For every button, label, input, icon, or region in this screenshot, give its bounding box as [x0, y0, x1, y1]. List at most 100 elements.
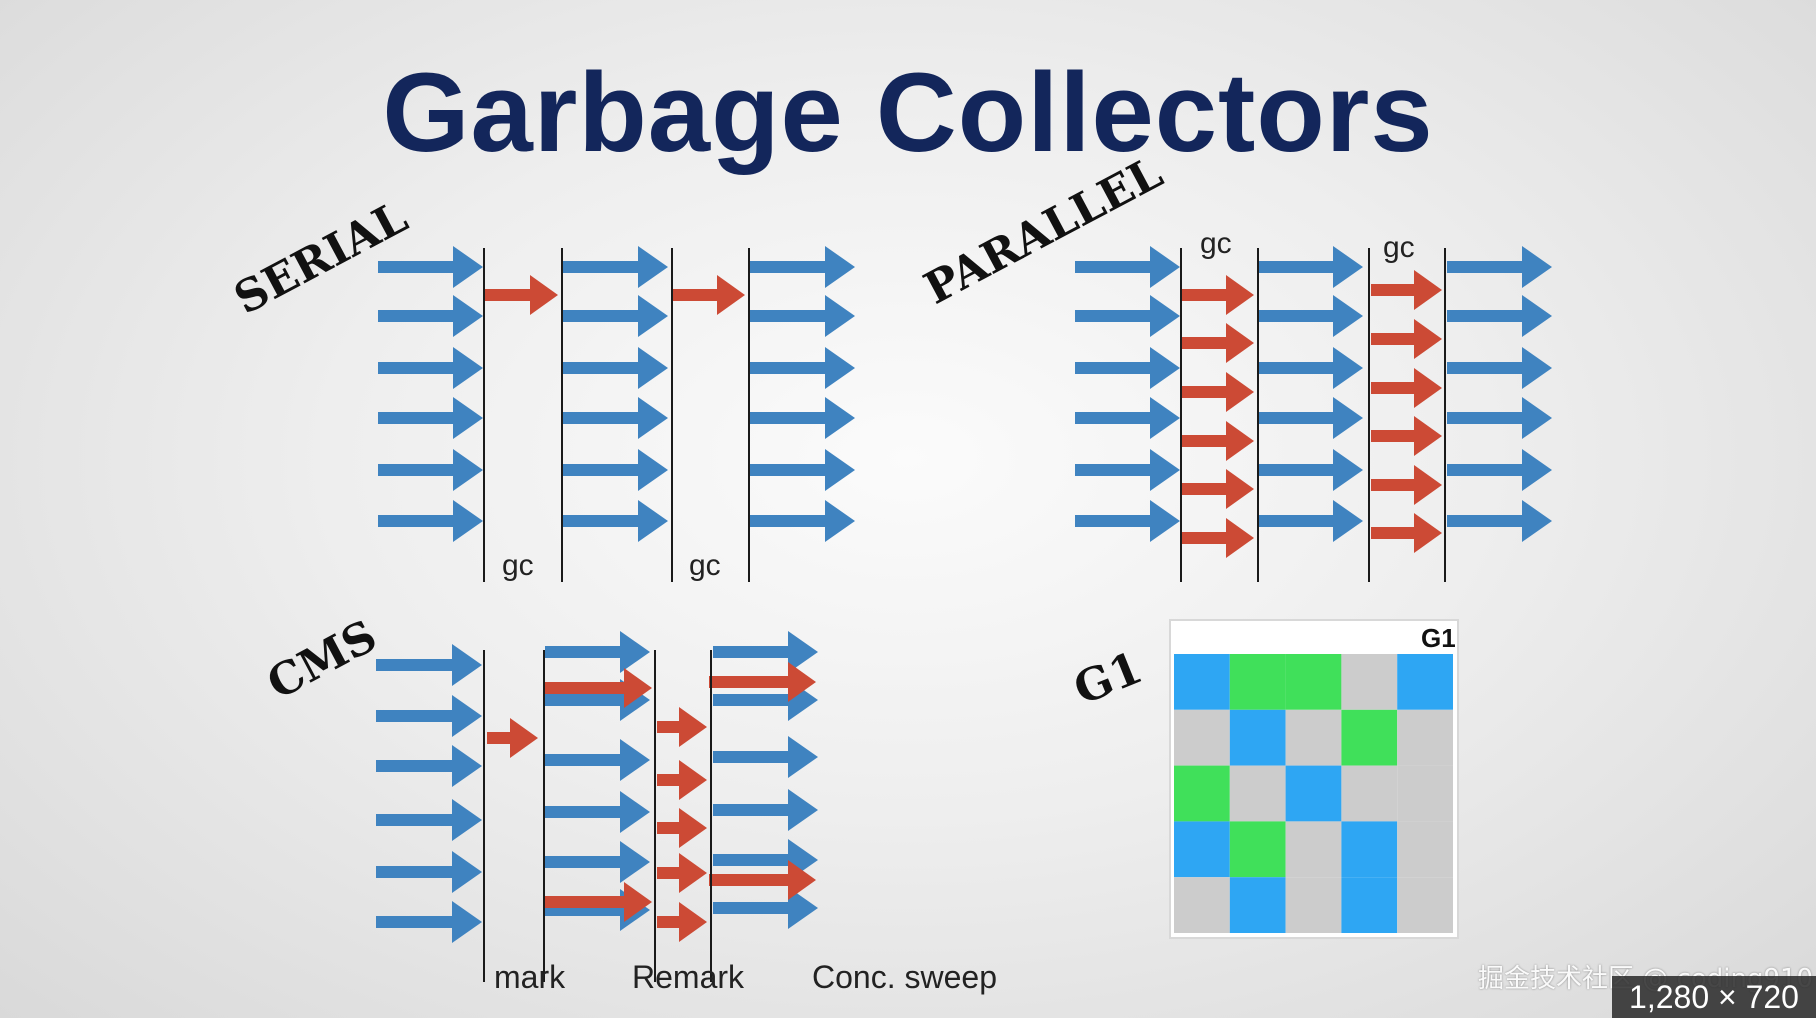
g1-region-0-4 — [1397, 654, 1453, 710]
app-thread-arrow-29 — [1258, 397, 1363, 439]
g1-region-3-4 — [1397, 821, 1453, 878]
app-thread-arrow-62 — [713, 631, 818, 673]
serial-gc-label-1: gc — [502, 549, 534, 582]
app-thread-arrow-3 — [378, 397, 483, 439]
g1-region-4-1 — [1229, 877, 1286, 933]
image-size-badge: 1,280 × 720 — [1612, 976, 1816, 1018]
gc-thread-arrow-73 — [657, 808, 707, 848]
app-thread-arrow-24 — [1075, 449, 1180, 491]
gc-thread-arrow-18 — [485, 275, 558, 315]
gc-thread-arrow-72 — [657, 760, 707, 800]
app-thread-arrow-50 — [376, 644, 482, 686]
app-thread-arrow-9 — [562, 397, 668, 439]
app-thread-arrow-23 — [1075, 397, 1180, 439]
parallel-label: PARALLEL — [916, 147, 1170, 315]
app-thread-arrow-0 — [378, 246, 483, 288]
cms-mark-label: mark — [494, 959, 566, 995]
gc-thread-arrow-49 — [1371, 513, 1442, 553]
g1-label: G1 — [1067, 642, 1149, 715]
app-thread-arrow-65 — [713, 789, 818, 831]
app-thread-arrow-16 — [748, 449, 855, 491]
parallel-gc-label-2: gc — [1383, 231, 1415, 264]
g1-region-2-1 — [1229, 765, 1286, 822]
arrow-layer — [376, 246, 1552, 943]
gc-thread-arrow-40 — [1182, 372, 1254, 412]
gc-thread-arrow-75 — [657, 902, 707, 942]
app-thread-arrow-7 — [562, 295, 668, 337]
page-title: Garbage Collectors — [382, 50, 1434, 175]
g1-region-3-3 — [1341, 821, 1398, 878]
app-thread-arrow-36 — [1447, 449, 1552, 491]
gc-thread-arrow-71 — [657, 707, 707, 747]
app-thread-arrow-20 — [1075, 246, 1180, 288]
cms-sweep-label: Conc. sweep — [812, 959, 997, 995]
gc-thread-arrow-70 — [543, 882, 652, 922]
app-thread-arrow-11 — [562, 500, 668, 542]
cms-label: CMS — [259, 610, 385, 709]
app-thread-arrow-53 — [376, 799, 482, 841]
g1-region-4-3 — [1341, 877, 1398, 933]
g1-region-2-2 — [1285, 765, 1342, 822]
app-thread-arrow-27 — [1258, 295, 1363, 337]
g1-region-1-4 — [1397, 709, 1453, 766]
app-thread-arrow-15 — [748, 397, 855, 439]
app-thread-arrow-2 — [378, 347, 483, 389]
gc-thread-arrow-69 — [543, 668, 652, 708]
g1-region-1-3 — [1341, 709, 1398, 766]
app-thread-arrow-25 — [1075, 500, 1180, 542]
gc-thread-arrow-68 — [487, 718, 538, 758]
gc-thread-arrow-39 — [1182, 323, 1254, 363]
gc-thread-arrow-41 — [1182, 421, 1254, 461]
app-thread-arrow-35 — [1447, 397, 1552, 439]
g1-region-2-0 — [1174, 765, 1230, 822]
g1-region-grid — [1174, 654, 1453, 933]
app-thread-arrow-4 — [378, 449, 483, 491]
g1-region-3-0 — [1174, 821, 1230, 878]
app-thread-arrow-26 — [1258, 246, 1363, 288]
gc-thread-arrow-74 — [657, 853, 707, 893]
app-thread-arrow-30 — [1258, 449, 1363, 491]
app-thread-arrow-51 — [376, 695, 482, 737]
gc-thread-arrow-47 — [1371, 416, 1442, 456]
g1-region-4-0 — [1174, 877, 1230, 933]
cms-remark-label: Remark — [632, 959, 745, 995]
app-thread-arrow-54 — [376, 851, 482, 893]
g1-region-3-2 — [1285, 821, 1342, 878]
app-thread-arrow-12 — [748, 246, 855, 288]
app-thread-arrow-21 — [1075, 295, 1180, 337]
app-thread-arrow-60 — [545, 841, 650, 883]
g1-region-1-1 — [1229, 709, 1286, 766]
app-thread-arrow-59 — [545, 791, 650, 833]
parallel-gc-label-1: gc — [1200, 227, 1232, 260]
app-thread-arrow-6 — [562, 246, 668, 288]
g1-region-0-1 — [1229, 654, 1286, 710]
app-thread-arrow-37 — [1447, 500, 1552, 542]
gc-thread-arrow-46 — [1371, 368, 1442, 408]
app-thread-arrow-14 — [748, 347, 855, 389]
app-thread-arrow-13 — [748, 295, 855, 337]
app-thread-arrow-5 — [378, 500, 483, 542]
app-thread-arrow-8 — [562, 347, 668, 389]
app-thread-arrow-10 — [562, 449, 668, 491]
gc-thread-arrow-44 — [1371, 270, 1442, 310]
app-thread-arrow-55 — [376, 901, 482, 943]
g1-region-2-3 — [1341, 765, 1398, 822]
app-thread-arrow-33 — [1447, 295, 1552, 337]
divider-layer — [483, 248, 1446, 982]
g1-region-0-2 — [1285, 654, 1342, 710]
gc-thread-arrow-42 — [1182, 469, 1254, 509]
gc-thread-arrow-48 — [1371, 465, 1442, 505]
gc-thread-arrow-77 — [709, 860, 816, 900]
g1-region-1-2 — [1285, 709, 1342, 766]
g1-region-0-0 — [1174, 654, 1230, 710]
gc-thread-arrow-38 — [1182, 275, 1254, 315]
gc-thread-arrow-45 — [1371, 319, 1442, 359]
g1-region-0-3 — [1341, 654, 1398, 710]
app-thread-arrow-32 — [1447, 246, 1552, 288]
gc-thread-arrow-43 — [1182, 518, 1254, 558]
app-thread-arrow-64 — [713, 736, 818, 778]
g1-region-1-0 — [1174, 709, 1230, 766]
g1-region-2-4 — [1397, 765, 1453, 822]
app-thread-arrow-31 — [1258, 500, 1363, 542]
